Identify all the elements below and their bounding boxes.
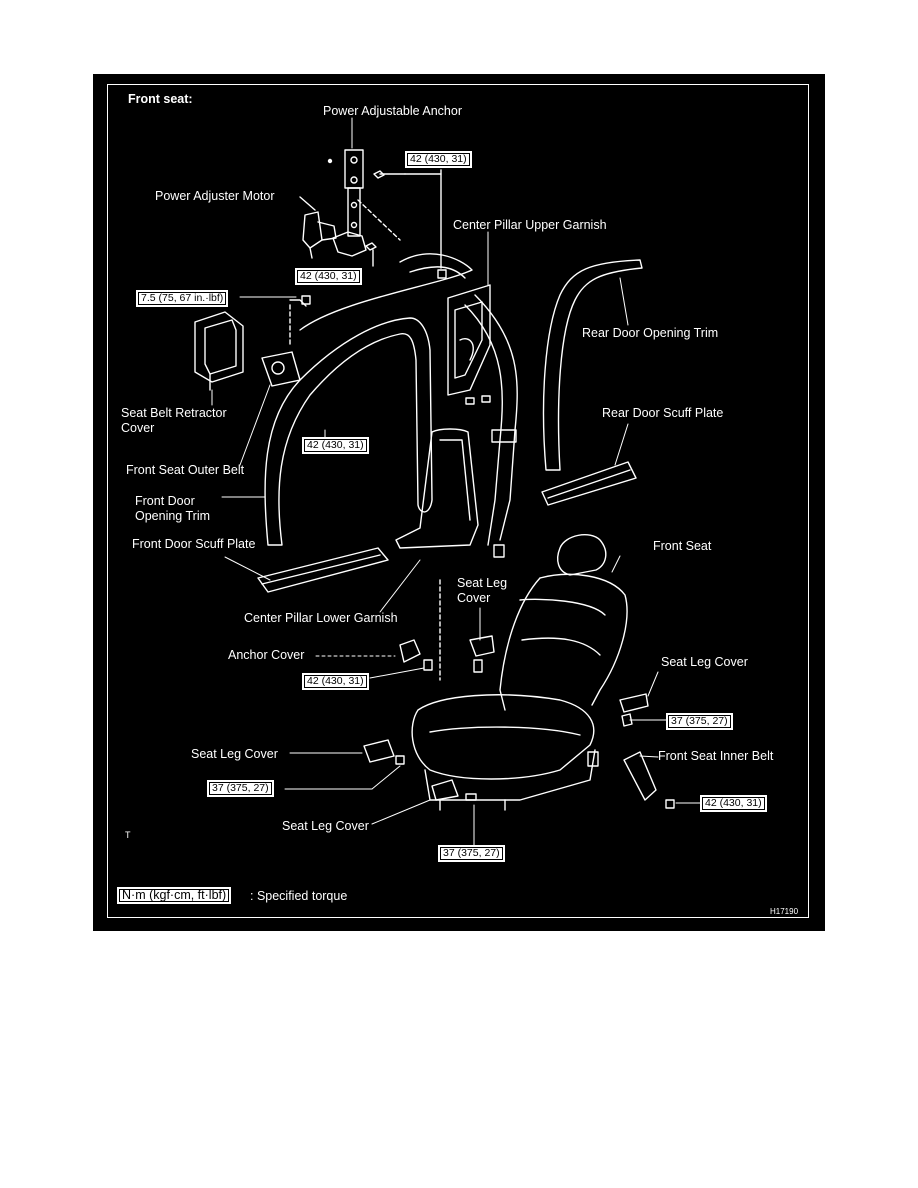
label-rear-door-scuff-plate: Rear Door Scuff Plate bbox=[602, 406, 724, 420]
anchor-bolts bbox=[365, 169, 447, 279]
legend-text: : Specified torque bbox=[250, 889, 348, 903]
label-seat-leg-cover-right: Seat Leg Cover bbox=[661, 655, 748, 669]
diagram-frame bbox=[107, 84, 809, 918]
label-power-adjustable-anchor: Power Adjustable Anchor bbox=[323, 104, 462, 118]
front-seat bbox=[411, 534, 628, 811]
label-seat-leg-cover-left: Seat Leg Cover bbox=[191, 747, 278, 761]
label-seat-leg-cover-top: Seat Leg Cover bbox=[457, 576, 508, 605]
torque-spec-outer-belt: 42 (430, 31) bbox=[302, 437, 369, 454]
rear-door-scuff-plate bbox=[541, 461, 637, 506]
seat-leg-covers bbox=[363, 635, 649, 801]
small-mark: T bbox=[125, 830, 131, 840]
torque-spec-anchor-lower: 42 (430, 31) bbox=[295, 268, 362, 285]
label-center-pillar-upper-garnish: Center Pillar Upper Garnish bbox=[453, 218, 607, 232]
torque-spec-seat-leg-left: 37 (375, 27) bbox=[207, 780, 274, 797]
figure-code: H17190 bbox=[770, 907, 799, 916]
torque-spec-anchor-upper: 42 (430, 31) bbox=[405, 151, 472, 168]
front-seat-outer-belt bbox=[299, 253, 518, 558]
label-center-pillar-lower-garnish: Center Pillar Lower Garnish bbox=[244, 611, 398, 625]
label-front-door-scuff-plate: Front Door Scuff Plate bbox=[132, 537, 256, 551]
label-front-seat: Front Seat bbox=[653, 539, 712, 553]
torque-spec-seat-leg-bottom: 37 (375, 27) bbox=[438, 845, 505, 862]
label-front-seat-inner-belt: Front Seat Inner Belt bbox=[658, 749, 774, 763]
front-seat-inner-belt bbox=[587, 751, 675, 809]
torque-spec-retractor: 7.5 (75, 67 in.·lbf) bbox=[136, 290, 229, 307]
power-adjustable-anchor bbox=[327, 149, 367, 257]
front-door-scuff-plate bbox=[257, 547, 389, 593]
seat-belt-retractor bbox=[261, 295, 311, 387]
torque-spec-seat-leg-right: 37 (375, 27) bbox=[666, 713, 733, 730]
torque-spec-inner-belt: 42 (430, 31) bbox=[700, 795, 767, 812]
figure-title: Front seat: bbox=[128, 92, 193, 106]
anchor-cover bbox=[399, 639, 433, 671]
center-pillar-upper-garnish bbox=[447, 284, 491, 405]
label-anchor-cover: Anchor Cover bbox=[228, 648, 305, 662]
assembly-dashes bbox=[289, 199, 441, 681]
label-rear-door-opening-trim: Rear Door Opening Trim bbox=[582, 326, 719, 340]
label-front-seat-outer-belt: Front Seat Outer Belt bbox=[126, 463, 245, 477]
label-power-adjuster-motor: Power Adjuster Motor bbox=[155, 189, 275, 203]
front-door-opening-trim bbox=[264, 317, 433, 546]
rear-door-opening-trim bbox=[542, 259, 643, 471]
label-front-door-opening-trim: Front Door Opening Trim bbox=[135, 494, 211, 523]
label-seat-leg-cover-bottom: Seat Leg Cover bbox=[282, 819, 369, 833]
center-pillar-lower-garnish bbox=[395, 428, 479, 549]
label-seat-belt-retractor-cover: Seat Belt Retractor Cover bbox=[121, 406, 227, 435]
legend-unit-box: N·m (kgf·cm, ft·lbf) bbox=[117, 887, 232, 904]
seat-belt-retractor-cover bbox=[194, 311, 244, 391]
power-adjuster-motor bbox=[299, 196, 337, 259]
torque-spec-anchor-cover: 42 (430, 31) bbox=[302, 673, 369, 690]
